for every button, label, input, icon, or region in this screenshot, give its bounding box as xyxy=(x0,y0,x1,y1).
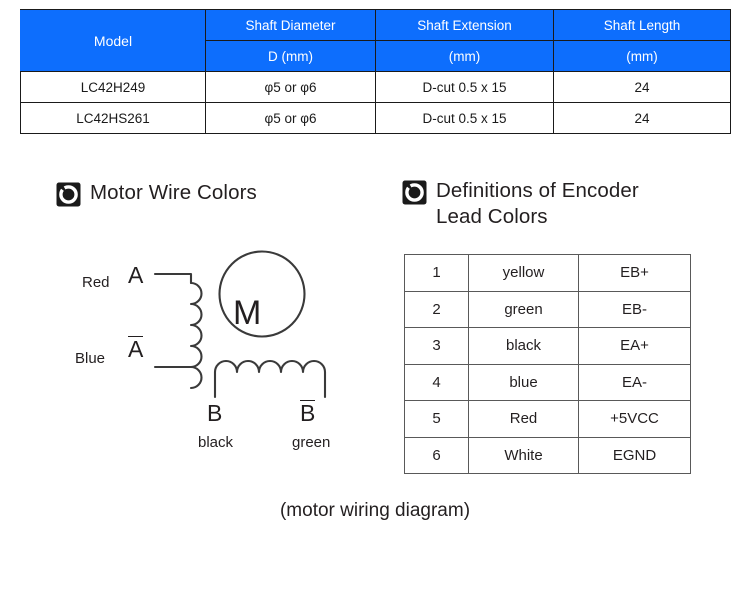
wiring-schematic-svg xyxy=(153,250,327,399)
target-ring-icon xyxy=(56,182,81,207)
spec-header-shaft-diameter: Shaft Diameter xyxy=(205,9,376,41)
cell-pin-number: 4 xyxy=(404,363,469,401)
spec-header-model: Model xyxy=(20,9,206,72)
cell-shaft-diameter: φ5 or φ6 xyxy=(205,102,376,134)
table-row: 1 yellow EB+ xyxy=(404,254,691,292)
cell-signal: EA+ xyxy=(578,327,691,365)
label-phase-a: A xyxy=(128,262,144,288)
cell-signal: EB- xyxy=(578,290,691,328)
table-row: LC42HS261 φ5 or φ6 D-cut 0.5 x 15 24 xyxy=(20,102,731,134)
cell-model: LC42HS261 xyxy=(20,102,206,134)
cell-lead-color: blue xyxy=(468,363,579,401)
motor-circle xyxy=(218,250,306,338)
cell-shaft-length: 24 xyxy=(553,71,731,103)
cell-shaft-length: 24 xyxy=(553,102,731,134)
encoder-section-title: Definitions of Encoder Lead Colors xyxy=(436,178,639,230)
table-row: 3 black EA+ xyxy=(404,327,691,365)
table-row: 2 green EB- xyxy=(404,290,691,328)
cell-lead-color: black xyxy=(468,327,579,365)
spec-header-shaft-extension: Shaft Extension xyxy=(375,9,554,41)
table-row: 5 Red +5VCC xyxy=(404,400,691,438)
label-phase-b-bar: B xyxy=(300,400,316,427)
cell-signal: EGND xyxy=(578,436,691,474)
motor-wire-colors-heading: Motor Wire Colors xyxy=(56,180,257,207)
phase-a-top-lead xyxy=(153,272,193,285)
phase-b-coil xyxy=(213,360,327,399)
cell-pin-number: 2 xyxy=(404,290,469,328)
cell-lead-color: yellow xyxy=(468,254,579,292)
motor-wiring-diagram: Red Blue A A M B B black green xyxy=(60,232,390,462)
cell-shaft-extension: D-cut 0.5 x 15 xyxy=(375,71,554,103)
cell-pin-number: 6 xyxy=(404,436,469,474)
cell-pin-number: 1 xyxy=(404,254,469,292)
spec-header-row-2: D (mm) (mm) (mm) xyxy=(21,40,731,72)
cell-pin-number: 3 xyxy=(404,327,469,365)
cell-signal: EB+ xyxy=(578,254,691,292)
cell-lead-color: green xyxy=(468,290,579,328)
cell-signal: +5VCC xyxy=(578,400,691,438)
encoder-lead-colors-table: 1 yellow EB+ 2 green EB- 3 black EA+ 4 b… xyxy=(404,254,691,474)
label-phase-b: B xyxy=(207,400,223,426)
table-row: 6 White EGND xyxy=(404,436,691,474)
cell-lead-color: White xyxy=(468,436,579,474)
cell-pin-number: 5 xyxy=(404,400,469,438)
spec-header-shaft-length: Shaft Length xyxy=(553,9,731,41)
spec-subheader-extension-mm: (mm) xyxy=(375,40,554,72)
label-phase-a-bar: A xyxy=(128,336,144,363)
spec-header-row-1: Model Shaft Diameter Shaft Extension Sha… xyxy=(20,9,731,72)
shaft-spec-table: Model Shaft Diameter Shaft Extension Sha… xyxy=(20,9,731,134)
cell-signal: EA- xyxy=(578,363,691,401)
spec-subheader-d-mm: D (mm) xyxy=(205,40,376,72)
motor-section-title: Motor Wire Colors xyxy=(90,181,257,204)
table-row: 4 blue EA- xyxy=(404,363,691,401)
encoder-lead-colors-heading: Definitions of Encoder Lead Colors xyxy=(402,178,702,230)
phase-b-bar-text: B xyxy=(300,400,316,426)
label-b-bar-wire-color: green xyxy=(292,434,331,451)
label-b-wire-color: black xyxy=(198,434,234,451)
phase-a-bar-text: A xyxy=(128,336,144,362)
cell-shaft-diameter: φ5 or φ6 xyxy=(205,71,376,103)
encoder-title-line-1: Definitions of Encoder xyxy=(436,179,639,202)
spec-subheader-length-mm: (mm) xyxy=(553,40,731,72)
table-row: LC42H249 φ5 or φ6 D-cut 0.5 x 15 24 xyxy=(20,71,731,103)
target-ring-icon xyxy=(402,180,427,205)
label-red-lead: Red xyxy=(82,274,110,291)
cell-model: LC42H249 xyxy=(20,71,206,103)
motor-symbol-letter: M xyxy=(233,294,262,332)
diagram-caption: (motor wiring diagram) xyxy=(279,500,471,521)
cell-shaft-extension: D-cut 0.5 x 15 xyxy=(375,102,554,134)
phase-a-coil xyxy=(189,281,203,390)
label-blue-lead: Blue xyxy=(75,350,106,367)
encoder-title-line-2: Lead Colors xyxy=(436,205,548,228)
cell-lead-color: Red xyxy=(468,400,579,438)
